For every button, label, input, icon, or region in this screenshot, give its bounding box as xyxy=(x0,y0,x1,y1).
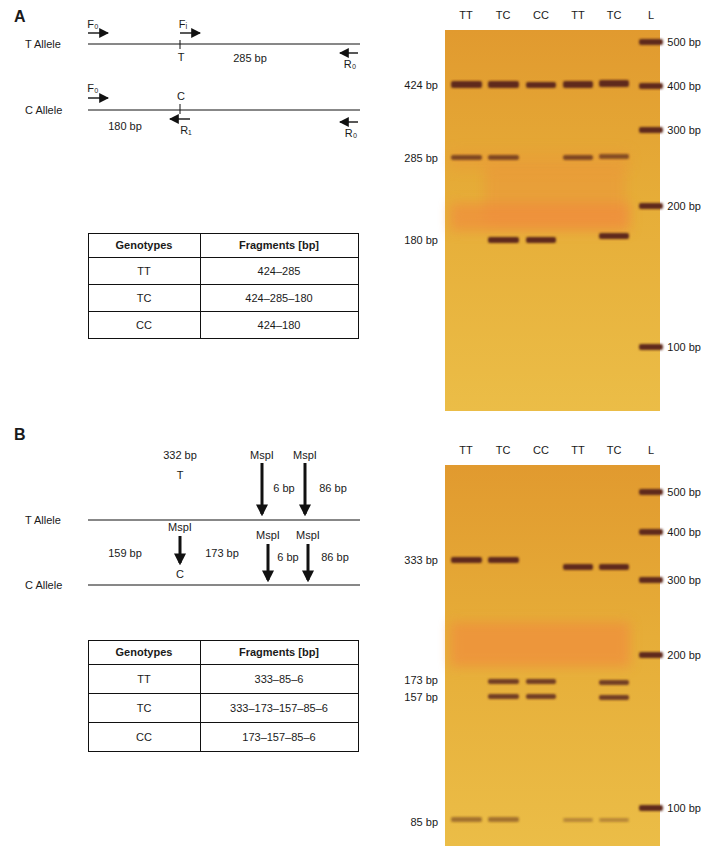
primer-name: Fᵢ xyxy=(179,18,187,31)
cut-site-arrow xyxy=(267,544,270,580)
primer-arrow xyxy=(340,121,358,122)
primer-arrow xyxy=(340,52,358,53)
snp-tick xyxy=(180,104,181,114)
primer-name: R₁ xyxy=(180,124,192,137)
table-cell: 333–85–6 xyxy=(255,673,304,686)
band-size: 285 bp xyxy=(404,152,438,165)
table-cell: TT xyxy=(137,673,150,686)
allele-name: T Allele xyxy=(25,514,61,527)
cut-site-arrow xyxy=(261,463,264,514)
lane-label: L xyxy=(648,9,654,22)
allele-schematic xyxy=(88,33,360,122)
lane-label: TC xyxy=(496,444,511,457)
ladder-size: 300 bp xyxy=(667,124,701,137)
fragment-size: 159 bp xyxy=(108,547,142,560)
allele-name: T Allele xyxy=(25,38,61,51)
lane-label: TC xyxy=(496,9,511,22)
primer-name: R₀ xyxy=(345,127,358,140)
ladder-size: 300 bp xyxy=(667,574,701,587)
lane-label: TC xyxy=(607,9,622,22)
lane-label: CC xyxy=(533,9,549,22)
fragment-size: 285 bp xyxy=(233,52,267,65)
ladder-size: 100 bp xyxy=(667,341,701,354)
cut-site-arrow xyxy=(179,536,182,563)
primer-arrow xyxy=(180,32,200,33)
panel-letter: A xyxy=(14,8,26,26)
table-cell: 424–180 xyxy=(258,319,301,332)
allele-line xyxy=(88,520,360,521)
fragment-size: 173 bp xyxy=(205,547,239,560)
band-size: 85 bp xyxy=(410,816,438,829)
table-cell: 424–285 xyxy=(258,265,301,278)
allele-name: C Allele xyxy=(25,579,62,592)
band-size: 180 bp xyxy=(404,234,438,247)
band-size: 333 bp xyxy=(404,554,438,567)
enzyme-name: MspI xyxy=(168,521,192,534)
table-cell: 333–173–157–85–6 xyxy=(230,702,328,715)
table-cell: TC xyxy=(137,292,152,305)
ladder-size: 500 bp xyxy=(667,486,701,499)
fragment-size: 332 bp xyxy=(163,449,197,462)
allele-name: C Allele xyxy=(25,104,62,117)
fragment-size: 180 bp xyxy=(108,120,142,133)
lane-label: TT xyxy=(571,9,584,22)
primer-arrow xyxy=(88,97,108,98)
allele-line xyxy=(88,585,360,586)
snp-tick xyxy=(180,40,181,49)
lane-label: L xyxy=(648,444,654,457)
table-cell: 424–285–180 xyxy=(245,292,312,305)
panel-letter: B xyxy=(14,426,26,444)
gel-image xyxy=(445,465,663,846)
fragment-size: 86 bp xyxy=(321,551,349,564)
enzyme-name: MspI xyxy=(256,529,280,542)
fragment-size: 6 bp xyxy=(273,482,294,495)
table-cell: TT xyxy=(137,265,150,278)
allele-base: T xyxy=(177,469,184,482)
primer-name: R₀ xyxy=(344,58,357,71)
allele-line xyxy=(88,110,360,111)
ladder-size: 400 bp xyxy=(667,80,701,93)
band-size: 424 bp xyxy=(404,79,438,92)
allele-base: C xyxy=(176,568,184,581)
ladder-size: 200 bp xyxy=(667,200,701,213)
allele-base: C xyxy=(177,90,185,103)
primer-arrow xyxy=(170,118,190,119)
table-grid xyxy=(88,640,359,752)
primer-name: F₀ xyxy=(87,18,98,31)
primer-arrow xyxy=(88,32,108,33)
band-size: 173 bp xyxy=(404,674,438,687)
ladder-size: 400 bp xyxy=(667,526,701,539)
fragment-size: 86 bp xyxy=(319,482,347,495)
allele-schematic xyxy=(88,463,360,585)
table-header: Genotypes xyxy=(116,646,173,659)
enzyme-name: MspI xyxy=(293,449,317,462)
lane-label: TT xyxy=(459,9,472,22)
table-grid xyxy=(88,233,359,339)
lane-label: CC xyxy=(533,444,549,457)
primer-name: F₀ xyxy=(87,82,98,95)
cut-site-arrow xyxy=(304,463,307,514)
table-cell: TC xyxy=(137,702,152,715)
gel-image xyxy=(445,30,663,411)
table-header: Fragments [bp] xyxy=(239,646,319,659)
enzyme-name: MspI xyxy=(250,449,274,462)
ladder-size: 100 bp xyxy=(667,802,701,815)
allele-base: T xyxy=(178,51,185,64)
cut-site-arrow xyxy=(307,544,310,580)
lane-label: TT xyxy=(571,444,584,457)
table-header: Genotypes xyxy=(116,239,173,252)
lane-label: TC xyxy=(607,444,622,457)
table-cell: CC xyxy=(136,731,152,744)
ladder-size: 500 bp xyxy=(667,36,701,49)
allele-line xyxy=(88,44,360,45)
enzyme-name: MspI xyxy=(296,529,320,542)
ladder-size: 200 bp xyxy=(667,649,701,662)
table-header: Fragments [bp] xyxy=(239,239,319,252)
table-cell: CC xyxy=(136,319,152,332)
fragment-size: 6 bp xyxy=(277,551,298,564)
table-cell: 173–157–85–6 xyxy=(242,731,315,744)
band-size: 157 bp xyxy=(404,691,438,704)
lane-label: TT xyxy=(459,444,472,457)
